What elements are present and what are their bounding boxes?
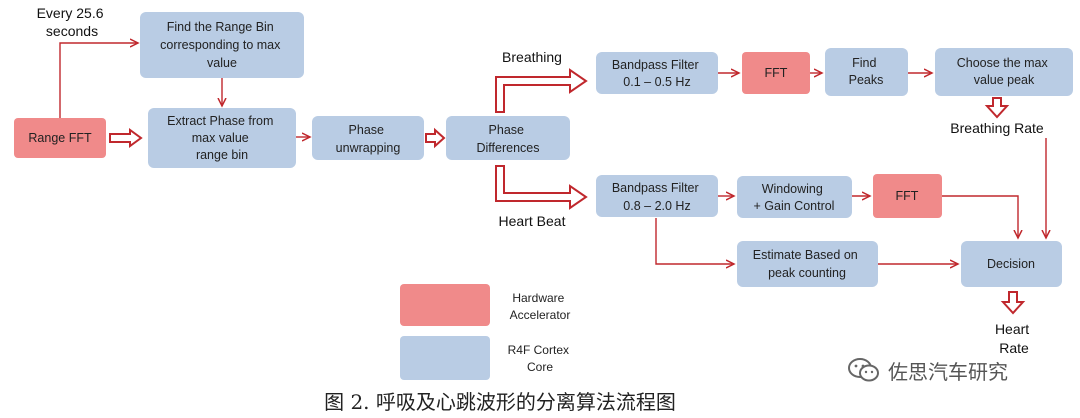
svg-text:Phase unwrapping: Phase unwrapping (336, 123, 401, 155)
find-peaks-label-1: Find (852, 56, 876, 70)
thick-arrows (109, 68, 1026, 315)
breathing-rate-label: Breathing Rate (950, 120, 1044, 136)
node-decision: Decision (961, 241, 1062, 287)
node-choose-max: Choose the max value peak (935, 48, 1073, 96)
heart-rate-label: Heart Rate (995, 321, 1033, 356)
range-fft-label: Range FFT (28, 131, 92, 145)
breathing-label: Breathing (502, 49, 562, 65)
legend-hardware-label: Hardware Accelerator (510, 291, 571, 322)
connectors (59, 43, 1046, 264)
thick-arrow-to-breathing-rate (984, 97, 1010, 119)
figure-caption: 图 2. 呼吸及心跳波形的分离算法流程图 (324, 390, 676, 414)
svg-text:Bandpass Filter 0.1 –: Bandpass Filter 0.1 – 0.5 Hz (612, 58, 702, 89)
node-windowing: Windowing + Gain Control (737, 176, 852, 218)
node-extract-phase: Extract Phase from max value range bin (148, 108, 296, 168)
node-estimate: Estimate Based on peak counting (737, 241, 878, 287)
bp-heart-label-2: 0.8 – 2.0 Hz (623, 199, 690, 213)
bp-heart-label-1: Bandpass Filter (612, 181, 699, 195)
node-fft-breathing: FFT (742, 52, 810, 94)
node-bandpass-breathing: Bandpass Filter 0.1 – 0.5 Hz (596, 52, 718, 94)
thick-arrow-to-breathing (495, 68, 588, 113)
windowing-label-2: + Gain Control (754, 199, 835, 213)
node-range-fft: Range FFT (14, 118, 106, 158)
thick-arrow-range-to-extract (109, 128, 143, 148)
node-phase-unwrapping: Phase unwrapping (312, 116, 424, 160)
connector-fft-heart-to-decision (942, 195, 1018, 238)
phase-unwrapping-label-1: Phase (349, 123, 384, 137)
svg-text:Phase Differences: Phase Differences (477, 123, 540, 155)
svg-text:Extract Phase from max: Extract Phase from max value range bin (167, 114, 277, 162)
bp-breath-label-1: Bandpass Filter (612, 58, 699, 72)
find-peaks-label-2: Peaks (849, 73, 884, 87)
phase-differences-label-1: Phase (489, 123, 524, 137)
phase-differences-label-2: Differences (477, 141, 540, 155)
fft-heart-label: FFT (896, 189, 919, 203)
node-fft-heart: FFT (873, 174, 942, 218)
wechat-icon (848, 358, 879, 382)
node-find-peaks: Find Peaks (825, 48, 908, 96)
connector-every-to-find-bin (59, 43, 138, 118)
estimate-label-2: peak counting (768, 266, 846, 280)
decision-label: Decision (987, 257, 1035, 271)
find-range-bin-label-3: value (207, 56, 237, 70)
svg-text:Find the Range Bin cor: Find the Range Bin corresponding to max … (160, 20, 284, 70)
windowing-label-1: Windowing (762, 182, 823, 196)
legend-core-label: R4F Cortex Core (508, 343, 573, 374)
thick-arrow-to-heart-rate (1000, 291, 1026, 315)
node-phase-differences: Phase Differences (446, 116, 570, 160)
svg-text:Choose the max value p: Choose the max value peak (957, 56, 1052, 87)
legend: Hardware Accelerator R4F Cortex Core (400, 284, 573, 380)
bp-breath-label-2: 0.1 – 0.5 Hz (623, 75, 690, 89)
every-25-6-seconds-label: Every 25.6 seconds (37, 5, 108, 39)
svg-text:Find Peaks: Find Peaks (849, 56, 884, 87)
extract-phase-label-2: max value (192, 131, 249, 145)
thick-arrow-unwrap-to-diff (425, 127, 446, 149)
extract-phase-label-3: range bin (196, 148, 248, 162)
watermark: 佐思汽车研究 (848, 355, 1008, 385)
svg-text:Windowing + Gain Contr: Windowing + Gain Control (754, 182, 835, 213)
node-find-range-bin: Find the Range Bin corresponding to max … (140, 12, 304, 78)
connector-bp-heart-to-estimate (655, 218, 734, 264)
thick-arrow-to-heart (495, 165, 588, 210)
svg-text:Estimate Based on peak: Estimate Based on peak counting (753, 248, 861, 280)
svg-text:Bandpass Filter 0.8 –: Bandpass Filter 0.8 – 2.0 Hz (612, 181, 702, 213)
node-bandpass-heart: Bandpass Filter 0.8 – 2.0 Hz (596, 175, 718, 217)
watermark-text: 佐思汽车研究 (888, 359, 1008, 384)
legend-core-swatch (400, 336, 490, 380)
extract-phase-label-1: Extract Phase from (167, 114, 273, 128)
find-range-bin-label-2: corresponding to max (160, 38, 281, 52)
phase-unwrapping-label-2: unwrapping (336, 141, 401, 155)
fft-breath-label: FFT (765, 66, 788, 80)
estimate-label-1: Estimate Based on (753, 248, 858, 262)
flow-diagram: Range FFT Find the Range Bin correspondi… (14, 5, 1073, 380)
heart-beat-label: Heart Beat (499, 213, 566, 229)
choose-max-label-1: Choose the max (957, 56, 1049, 70)
choose-max-label-2: value peak (974, 73, 1035, 87)
legend-hardware-swatch (400, 284, 490, 326)
find-range-bin-label-1: Find the Range Bin (167, 20, 274, 34)
